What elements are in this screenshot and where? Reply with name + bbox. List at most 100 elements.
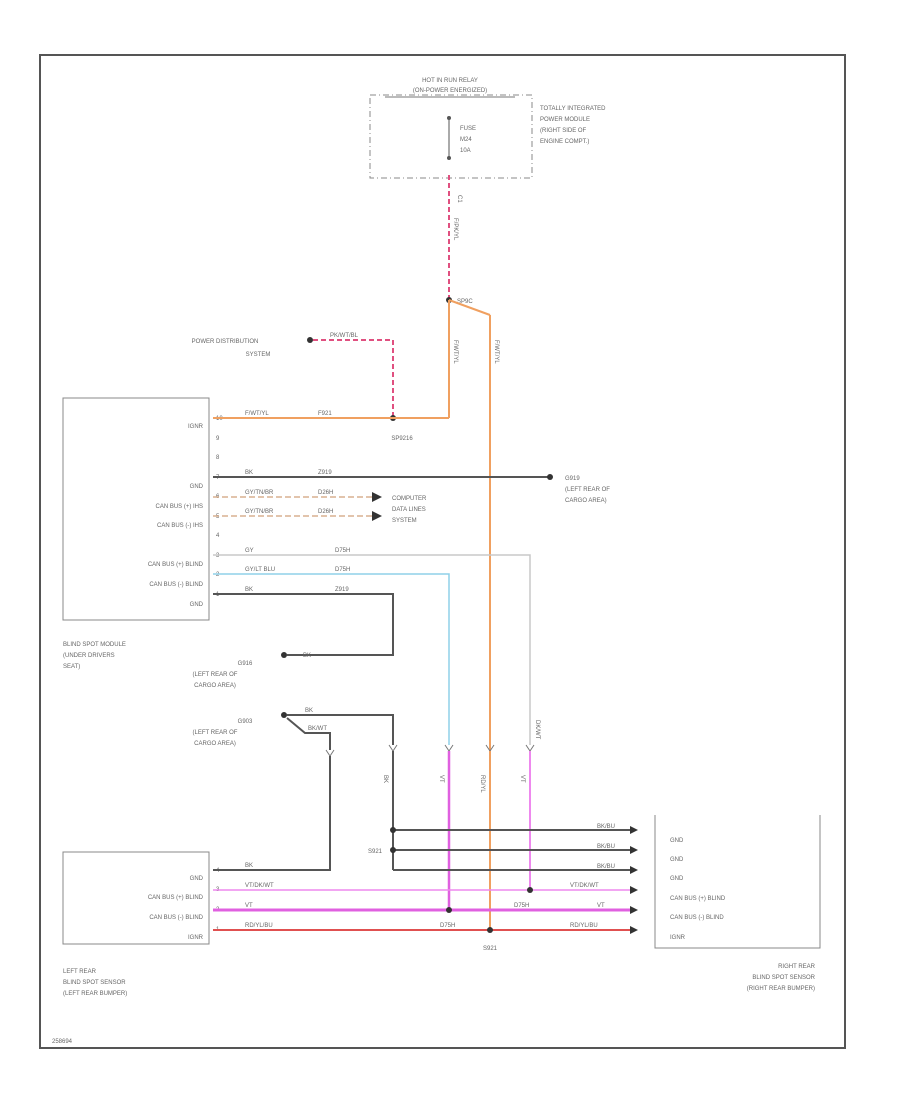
bsm-label-3: SEAT)	[63, 664, 80, 670]
wire-bottom-vt-label: VT	[245, 903, 253, 909]
right-arrows	[630, 826, 638, 934]
wire-vert-a-label: F/WT/YL	[452, 340, 458, 364]
relay-title-1: HOT IN RUN RELAY	[422, 78, 478, 84]
bsm-pin-numbers: 10 9 8 7 6 5 4 3 2 1	[216, 416, 223, 598]
diagram-frame	[39, 54, 846, 1049]
g919-line1: (LEFT REAR OF	[565, 487, 610, 493]
fuse-label-3: 10A	[460, 148, 471, 154]
bsm-pin-ignr: IGNR	[188, 424, 204, 430]
g919-terminal	[547, 474, 553, 480]
wire-gnd2	[213, 593, 394, 656]
wire-right-violet-label: VT/DK/WT	[570, 883, 599, 889]
fuse-label-1: FUSE	[460, 126, 476, 132]
splice-s921-bottom: S921	[483, 946, 498, 952]
g919-code: G919	[565, 476, 580, 482]
wire-canl-blind-circuit: D75H	[335, 567, 350, 573]
left-sensor-label-2: BLIND SPOT SENSOR	[63, 980, 126, 986]
right-sensor-pin-canh: CAN BUS (+) BLIND	[670, 896, 726, 902]
wire-v4-label: VT	[519, 775, 525, 783]
g916-wire: BK	[303, 653, 311, 659]
tipm-line3: (RIGHT SIDE OF	[540, 128, 587, 134]
right-gnd2-label: BK/BU	[597, 844, 615, 850]
bsm-pin-canl-blind: CAN BUS (-) BLIND	[149, 582, 203, 588]
left-sensor-pin-ignr: IGNR	[188, 935, 204, 941]
wire-v3-label: RD/YL	[479, 775, 485, 793]
wire-bottom-mid-label: D75H	[440, 923, 455, 929]
wire-canl-blind	[213, 573, 450, 745]
wire-v2-label: VT	[438, 775, 444, 783]
node-gnd2	[390, 847, 396, 853]
right-gnd3-label: BK/BU	[597, 864, 615, 870]
g903-line2: CARGO AREA)	[194, 741, 236, 747]
svg-text:2: 2	[216, 572, 220, 578]
wire-canh-ihs-color: GY/TN/BR	[245, 490, 274, 496]
g916-code: G916	[238, 661, 253, 667]
svg-text:3: 3	[216, 553, 220, 559]
pds-connector	[307, 337, 313, 343]
bsm-pin-canh-blind: CAN BUS (+) BLIND	[148, 562, 204, 568]
right-sensor	[654, 815, 821, 949]
right-sensor-pin-ignr: IGNR	[670, 935, 686, 941]
svg-text:9: 9	[216, 436, 220, 442]
wire-left-gnd	[213, 756, 331, 871]
footer-code: 258694	[52, 1039, 73, 1045]
splice-s921-left: S921	[368, 849, 383, 855]
wire-canh-blind	[213, 554, 531, 745]
computer-data-line3: SYSTEM	[392, 518, 417, 524]
left-sensor	[62, 851, 210, 945]
bsm-label-1: BLIND SPOT MODULE	[63, 642, 126, 648]
right-sensor-pin-gnd2: GND	[670, 857, 684, 863]
node-violet	[527, 887, 533, 893]
right-sensor-label-1: RIGHT REAR	[778, 964, 816, 970]
node-gnd1	[390, 827, 396, 833]
wire-g903-b-label: BK/WT	[308, 726, 327, 732]
fuse-label-2: M24	[460, 137, 472, 143]
left-sensor-label-3: (LEFT REAR BUMPER)	[63, 991, 127, 997]
wire-canl-ihs-circuit: D26H	[318, 509, 333, 515]
pds-line1: POWER DISTRIBUTION	[192, 339, 259, 345]
splice-sp9216-label: SP9216	[391, 436, 413, 442]
wire-vert-b-label: F/WT/YL	[493, 340, 499, 364]
wire-gnd2-circuit: Z919	[335, 587, 349, 593]
g903-terminal	[281, 712, 287, 718]
right-sensor-label-3: (RIGHT REAR BUMPER)	[747, 986, 815, 992]
left-sensor-label-1: LEFT REAR	[63, 969, 97, 975]
g903-line1: (LEFT REAR OF	[193, 730, 238, 736]
wire-branch	[448, 299, 491, 316]
fuse-bottom-node	[447, 156, 451, 160]
wire-right-rd-label: RD/YL/BU	[570, 923, 598, 929]
wire-g903-b	[286, 717, 331, 750]
wire-gnd-circuit: Z919	[318, 470, 332, 476]
splice-sp9c-label: SP9C	[457, 299, 473, 305]
wire-gnd-color: BK	[245, 470, 253, 476]
bsm-pin-canh-ihs: CAN BUS (+) IHS	[155, 504, 203, 510]
bsm-pin-gnd-top: GND	[190, 484, 204, 490]
node-vt	[446, 907, 452, 913]
wire-canl-blind-color: GY/LT BLU	[245, 567, 275, 573]
computer-data-line1: COMPUTER	[392, 496, 427, 502]
wire-g903-a-label: BK	[305, 708, 313, 714]
pds-line2: SYSTEM	[246, 352, 271, 358]
left-sensor-pin-canl: CAN BUS (-) BLIND	[149, 915, 203, 921]
right-sensor-label-2: BLIND SPOT SENSOR	[752, 975, 815, 981]
wire-relay-out-label: F/PK/YL	[452, 218, 458, 241]
tipm-line2: POWER MODULE	[540, 117, 590, 123]
arrow-canh-ihs	[372, 492, 382, 502]
wire-v1-label: BK	[382, 775, 388, 783]
g916-terminal	[281, 652, 287, 658]
bsm-pin-gnd-bottom: GND	[190, 602, 204, 608]
wire-gnd2-color: BK	[245, 587, 253, 593]
right-sensor-pin-canl: CAN BUS (-) BLIND	[670, 915, 724, 921]
wire-left-gnd-label: BK	[245, 863, 253, 869]
right-gnd1-label: BK/BU	[597, 824, 615, 830]
svg-text:8: 8	[216, 455, 220, 461]
svg-text:5: 5	[216, 514, 220, 520]
relay-title-2: (ON-POWER ENERGIZED)	[413, 88, 487, 94]
wire-v5-label: DK/WT	[534, 720, 540, 740]
arrow-canl-ihs	[372, 511, 382, 521]
bsm-module	[62, 397, 210, 621]
wire-bottom-violet-label: VT/DK/WT	[245, 883, 274, 889]
left-sensor-pin-canh: CAN BUS (+) BLIND	[148, 895, 204, 901]
g916-line2: CARGO AREA)	[194, 683, 236, 689]
